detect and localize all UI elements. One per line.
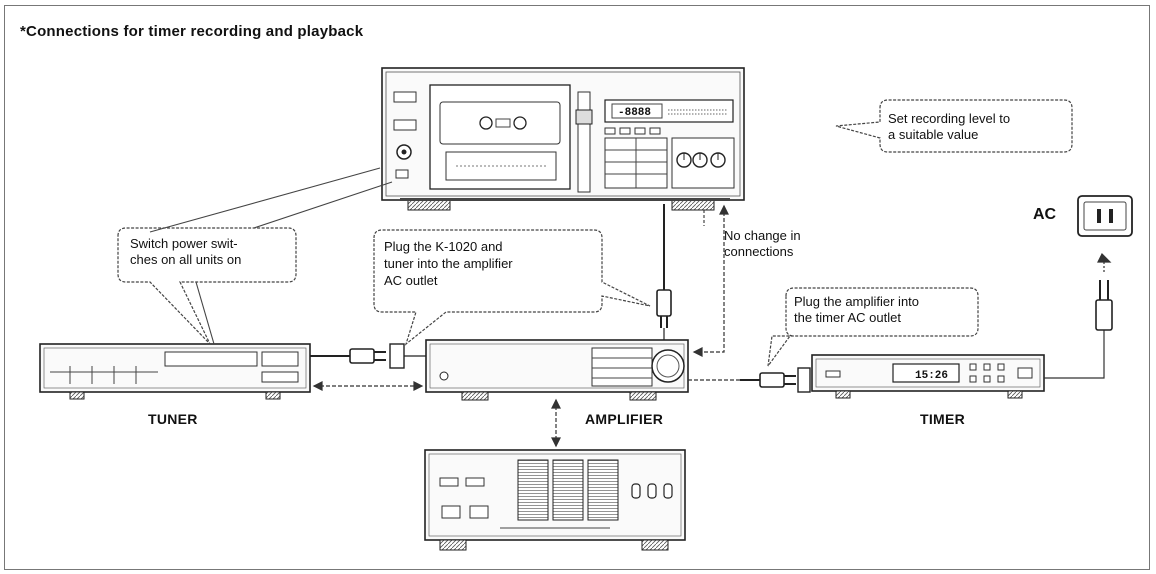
deck-power-plug — [656, 204, 672, 340]
callout-plug-k1020-line1: Plug the K-1020 and — [384, 239, 503, 254]
amplifier-label: AMPLIFIER — [585, 411, 664, 427]
callout-recording-level — [835, 99, 1073, 153]
no-change-line1: No change in — [724, 228, 801, 243]
timer-power-plug — [1095, 280, 1113, 331]
power-switch-leaders — [149, 167, 393, 345]
amplifier-power-plug — [740, 367, 811, 393]
timer-unit — [811, 354, 1045, 399]
callout-plug-k1020-line3: AC outlet — [384, 273, 438, 288]
wall-outlet — [1077, 195, 1133, 237]
amplifier-unit — [425, 339, 689, 401]
callout-power-switches — [117, 227, 297, 345]
diagram-frame — [4, 5, 1150, 570]
ac-label: AC — [1033, 206, 1057, 223]
no-change-line2: connections — [724, 244, 794, 259]
callout-power-switches-line2: ches on all units on — [130, 252, 242, 267]
tuner-power-plug — [310, 343, 426, 369]
power-amplifier-unit — [424, 449, 686, 551]
tuner-unit — [39, 343, 311, 400]
callout-recording-level-line2: a suitable value — [888, 127, 979, 142]
tuner-label: TUNER — [148, 411, 198, 427]
callout-plug-amplifier-line1: Plug the amplifier into — [794, 294, 920, 309]
callout-power-switches-line1: Switch power swit- — [130, 236, 238, 251]
diagram-title: *Connections for timer recording and pla… — [20, 23, 364, 40]
callout-plug-amplifier-line2: the timer AC outlet — [794, 310, 901, 325]
timer-clock-display: 15:26 — [915, 370, 948, 382]
callout-recording-level-line1: Set recording level to — [888, 111, 1011, 126]
callout-plug-k1020 — [373, 229, 651, 346]
callout-plug-amplifier — [767, 287, 979, 367]
cassette-deck — [381, 67, 745, 211]
callout-plug-k1020-line2: tuner into the amplifier — [384, 256, 513, 271]
deck-counter-display: -8888 — [618, 107, 651, 119]
timer-label: TIMER — [920, 411, 966, 427]
